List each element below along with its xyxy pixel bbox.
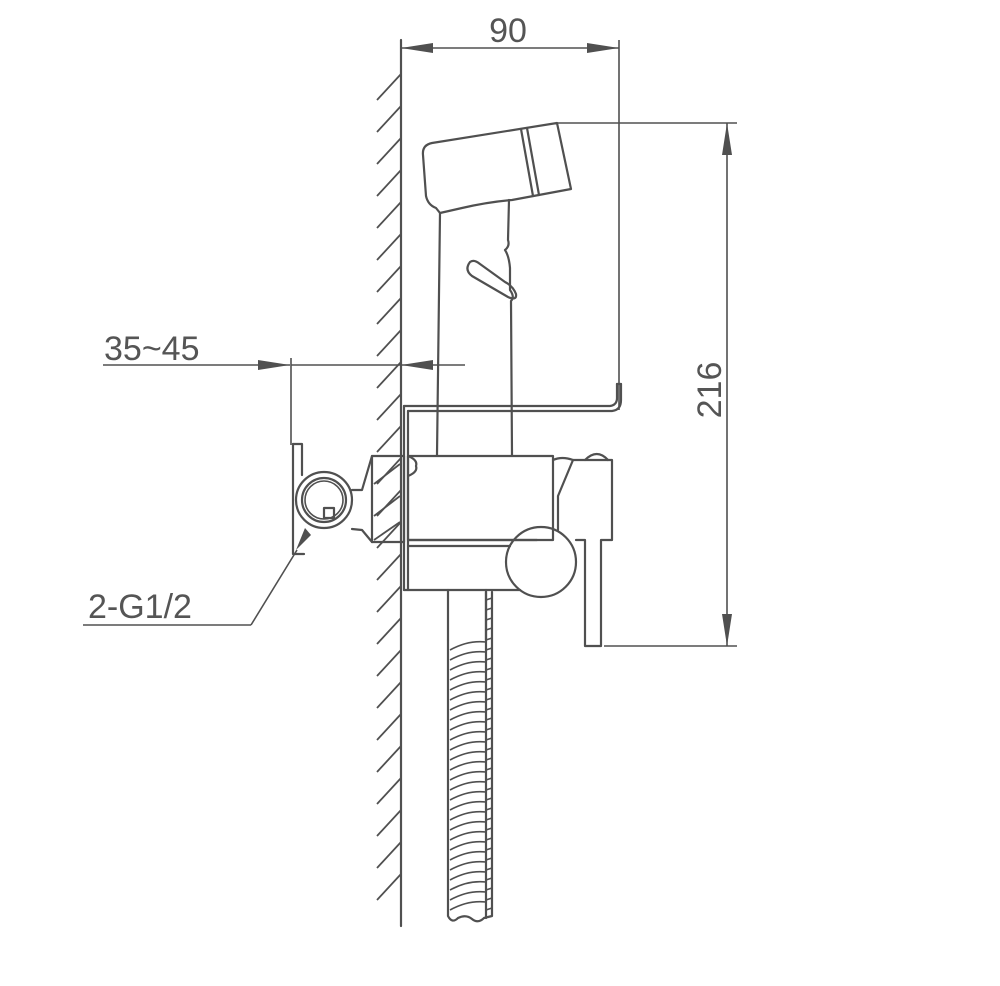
hose-coil [449,597,493,911]
wall-offset-label: 35~45 [104,330,200,368]
trigger-lever-icon [466,259,518,300]
leader-arrow-icon [296,528,311,550]
sprayer-handle [435,198,518,457]
height-label: 216 [691,362,729,419]
valve-handle [504,452,614,648]
thread-label: 2-G1/2 [88,588,192,626]
shower-hose [446,588,494,923]
wall [376,38,403,928]
inlet-fitting [291,442,374,556]
width-label: 90 [489,12,527,50]
wall-hatching [376,73,402,901]
valve-body [370,454,555,592]
sprayer-head [421,121,573,215]
dimension-width: 90 [400,12,620,410]
dimension-height: 216 [557,122,737,647]
thread-callout: 2-G1/2 [83,549,298,626]
dimension-wall-offset: 35~45 [103,330,465,445]
